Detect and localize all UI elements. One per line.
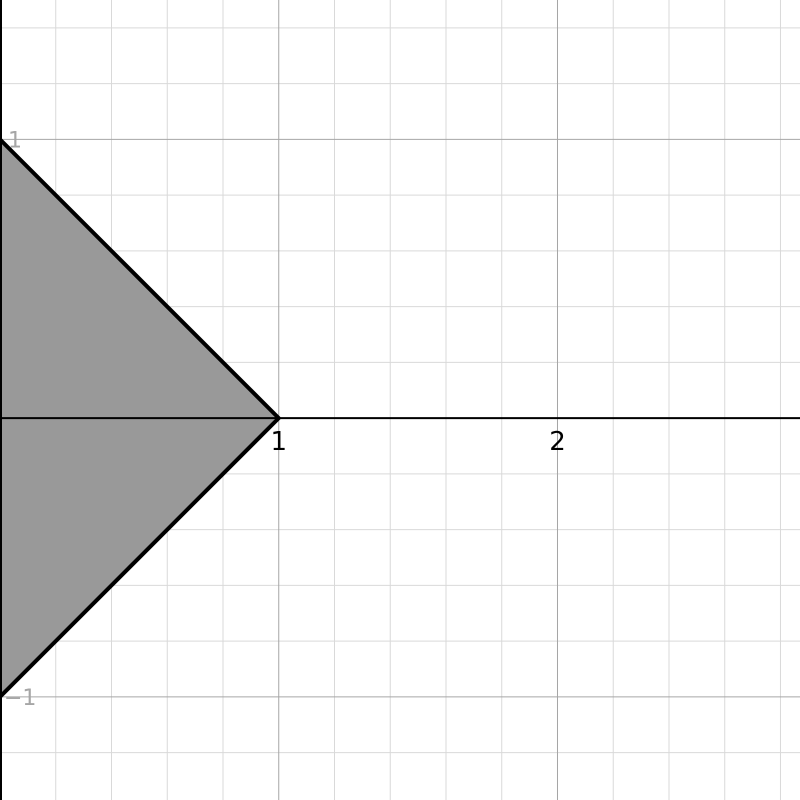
x-tick-label: 2 [549,427,566,457]
y-tick-label: −1 [4,686,36,711]
y-tick-label: 1 [8,128,22,153]
x-tick-label: 1 [270,427,287,457]
tick-labels: 1 2 1 −1 [4,128,566,710]
